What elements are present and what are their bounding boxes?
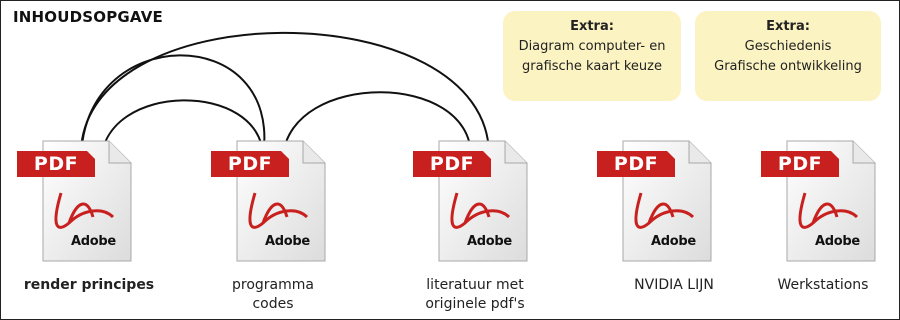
pdf-badge-label: PDF — [613, 153, 659, 175]
extra-note-diagram: Extra: Diagram computer- en grafische ka… — [503, 11, 681, 101]
caption-program-codes[interactable]: programma codes — [188, 276, 358, 314]
pdf-badge-label: PDF — [429, 153, 475, 175]
adobe-brand-label: Adobe — [71, 234, 116, 249]
caption-line: NVIDIA LIJN — [634, 277, 714, 293]
connector-outer-2 — [282, 91, 472, 157]
pdf-file-icon — [413, 140, 528, 262]
extra-note-line: Geschiedenis — [744, 39, 832, 54]
pdf-file-icon — [597, 140, 712, 262]
connector-inner-1 — [100, 99, 264, 162]
caption-line: programma — [232, 277, 314, 293]
caption-literature[interactable]: literatuur met originele pdf's — [390, 276, 560, 314]
extra-note-line: grafische kaart keuze — [522, 59, 662, 74]
caption-nvidia[interactable]: NVIDIA LIJN — [589, 276, 759, 295]
caption-line: Werkstations — [777, 277, 869, 293]
adobe-brand-label: Adobe — [651, 234, 696, 249]
caption-line: originele pdf's — [425, 296, 525, 312]
adobe-brand-label: Adobe — [815, 234, 860, 249]
extra-note-heading: Extra: — [570, 19, 614, 34]
pdf-file-icon — [211, 140, 326, 262]
caption-render-principles[interactable]: render principes — [4, 276, 174, 295]
adobe-brand-label: Adobe — [467, 234, 512, 249]
caption-line: literatuur met — [426, 277, 524, 293]
caption-line: render principes — [23, 277, 155, 293]
pdf-file-icon — [17, 140, 132, 262]
pdf-badge-label: PDF — [227, 153, 273, 175]
pdf-badge-label: PDF — [777, 153, 823, 175]
extra-note-line: Grafische ontwikkeling — [714, 59, 862, 74]
caption-workstations[interactable]: Werkstations — [738, 276, 899, 295]
pdf-document-literature[interactable]: PDF Adobe — [413, 137, 533, 267]
extra-note-history: Extra: Geschiedenis Grafische ontwikkeli… — [695, 11, 881, 101]
caption-line: codes — [252, 296, 294, 312]
connector-outer-3 — [79, 31, 491, 162]
page-title: INHOUDSOPGAVE — [13, 8, 163, 26]
extra-note-heading: Extra: — [766, 19, 810, 34]
pdf-document-nvidia[interactable]: PDF Adobe — [597, 137, 717, 267]
pdf-file-icon — [761, 140, 876, 262]
adobe-brand-label: Adobe — [265, 234, 310, 249]
extra-note-line: Diagram computer- en — [518, 39, 666, 54]
pdf-document-program-codes[interactable]: PDF Adobe — [211, 137, 331, 267]
pdf-badge-label: PDF — [33, 153, 79, 175]
pdf-document-workstations[interactable]: PDF Adobe — [761, 137, 881, 267]
pdf-document-render-principles[interactable]: PDF Adobe — [17, 137, 137, 267]
